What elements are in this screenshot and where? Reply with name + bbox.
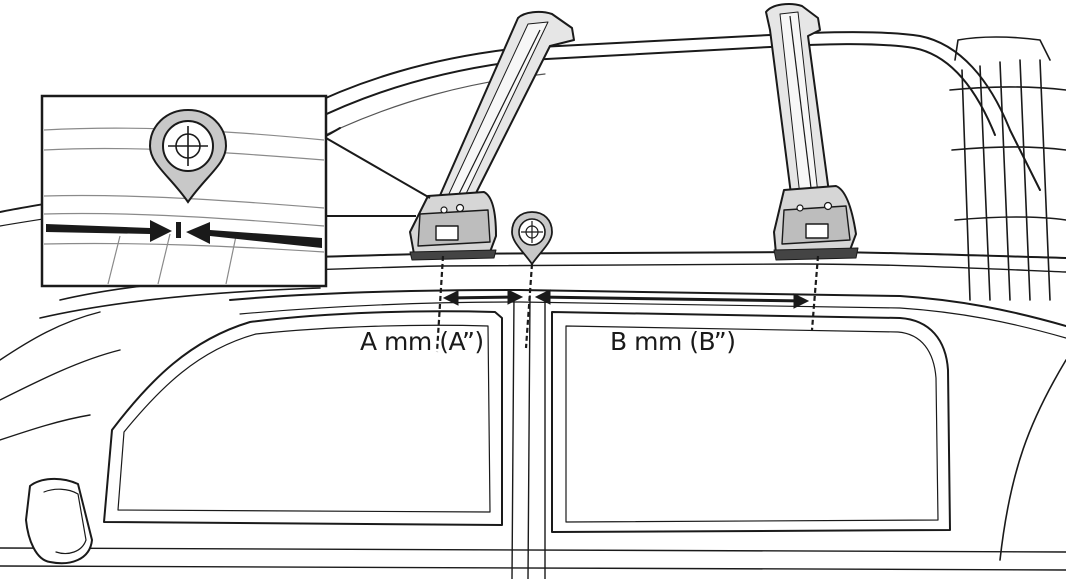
- inset-arrow-left: [46, 220, 172, 242]
- front-foot-base: [409, 249, 497, 261]
- distance-b-label: B mm (B”): [610, 327, 736, 356]
- crosshair-pin-icon: [148, 108, 228, 204]
- dim-line-front-foot: [435, 255, 445, 353]
- front-roof-bar: [409, 10, 575, 261]
- dim-line-rear-foot: [810, 255, 820, 331]
- inset-arrow-right: [186, 222, 322, 248]
- rear-roof-bar: [765, 3, 859, 261]
- rear-foot-bolt-2: [796, 204, 804, 212]
- side-mirror-inner: [43, 488, 87, 555]
- b-pillar: [511, 295, 546, 579]
- inset-mark: [176, 222, 181, 238]
- distance-a-label: A mm (A”): [360, 327, 484, 356]
- front-window-inner: [117, 324, 491, 513]
- roof-inner-line: [309, 43, 996, 136]
- front-bar-groove: [455, 29, 541, 201]
- front-body: [0, 311, 121, 441]
- rear-window-inner: [565, 325, 939, 523]
- beltline: [0, 547, 1066, 571]
- door-top-frame: [229, 289, 1066, 327]
- front-foot-bolt-2: [440, 206, 448, 214]
- rear-foot-clamp: [805, 223, 829, 239]
- crosshair-pin-icon: [511, 211, 553, 266]
- dim-line-marker: [524, 263, 534, 349]
- dimension-arrows: [442, 289, 810, 309]
- rear-foot-base: [773, 247, 859, 261]
- door-top-frame-inner: [239, 301, 1066, 339]
- front-bar-highlight: [447, 21, 549, 199]
- rear-body: [999, 359, 1066, 561]
- dim-arrow-b: [537, 295, 807, 303]
- front-window: [103, 310, 503, 526]
- side-mirror: [25, 478, 93, 565]
- zoom-inset: [40, 94, 431, 288]
- rear-foot-bolt-1: [823, 201, 833, 211]
- dimension-lines: [435, 255, 820, 353]
- roof-outline: [299, 31, 1041, 191]
- front-foot-bolt-1: [455, 203, 465, 213]
- front-foot-clamp: [435, 225, 459, 241]
- rear-window: [551, 311, 951, 533]
- rear-bar-groove: [789, 15, 813, 197]
- luggage-cage: [949, 36, 1066, 301]
- inset-leader-top: [325, 137, 431, 199]
